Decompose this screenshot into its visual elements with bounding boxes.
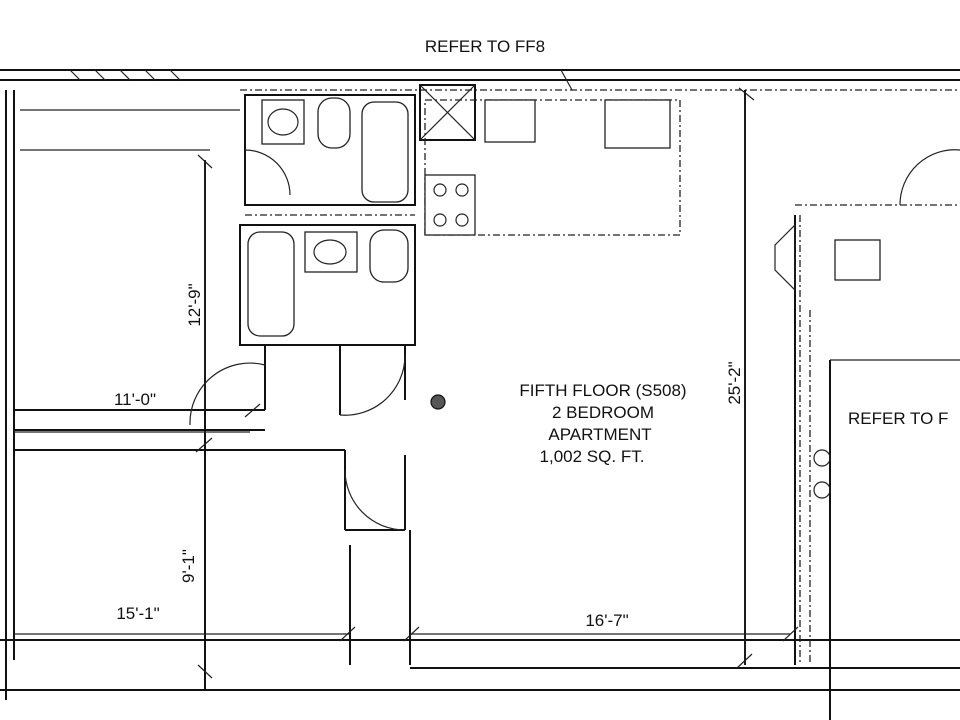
kitchen (419, 84, 681, 236)
dim-living-width: 16'-7" (585, 611, 628, 630)
sink-middle (304, 231, 358, 273)
refer-to-right-note: REFER TO F (848, 409, 948, 428)
dim-bedroom-2-width: 15'-1" (116, 604, 159, 623)
unit-label-line-1: FIFTH FLOOR (S508) (519, 381, 686, 400)
sink-top-left (261, 99, 305, 145)
kitchen-sink (484, 99, 536, 143)
unit-label-line-4: 1,002 SQ. FT. (540, 447, 645, 466)
bathtub-top (361, 101, 409, 203)
dim-bedroom-1-depth: 12'-9" (185, 283, 204, 326)
exterior-walls (0, 69, 960, 700)
dimension-lines (14, 69, 799, 679)
refer-to-ff8-note: REFER TO FF8 (425, 37, 545, 56)
dim-living-depth: 25'-2" (725, 361, 744, 404)
refrigerator (604, 99, 671, 149)
kitchen-closet (419, 84, 476, 141)
stove (424, 174, 476, 236)
dim-bedroom-1-width: 11'-0" (114, 390, 156, 409)
unit-label-line-3: APARTMENT (548, 425, 651, 444)
bathroom-middle (239, 224, 416, 346)
column-marker (430, 394, 446, 410)
bathroom-top (244, 94, 416, 216)
adjacent-unit (774, 149, 960, 720)
bathtub-middle (247, 231, 295, 337)
unit-label-line-2: 2 BEDROOM (552, 403, 654, 422)
toilet-middle (369, 229, 409, 283)
toilet-top (317, 97, 351, 149)
dim-bedroom-2-depth: 9'-1" (179, 549, 198, 583)
